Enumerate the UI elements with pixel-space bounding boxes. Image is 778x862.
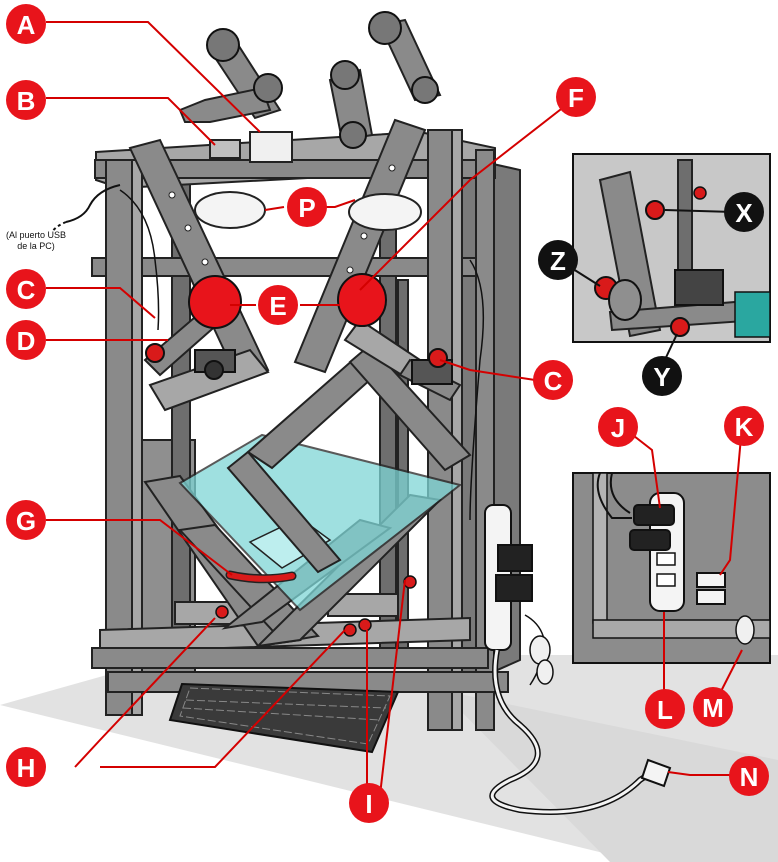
label-badge-m: M xyxy=(693,687,733,727)
label-badge-f: F xyxy=(556,77,596,117)
label-a-text: A xyxy=(17,10,36,40)
label-n-text: N xyxy=(740,762,759,792)
top-gear-arms xyxy=(178,11,442,149)
label-badge-e: E xyxy=(258,285,298,325)
label-z-text: Z xyxy=(550,246,566,276)
usb-cable-dashed xyxy=(51,221,67,233)
red-pivot-discs xyxy=(188,273,387,329)
label-badge-p: P xyxy=(287,187,327,227)
usb-note-line1: (Al puerto USB xyxy=(6,230,66,240)
usb-cable xyxy=(65,184,121,223)
cable-right xyxy=(469,259,485,521)
glass-platen xyxy=(178,343,472,612)
usb-note-line2: de la PC) xyxy=(17,241,55,251)
label-badge-c-right: C xyxy=(533,360,573,400)
cable-left xyxy=(119,189,160,331)
label-badge-y: Y xyxy=(642,356,682,396)
label-badge-g: G xyxy=(6,500,46,540)
label-y-text: Y xyxy=(653,362,670,392)
label-i-text: I xyxy=(365,789,372,819)
label-j-text: J xyxy=(611,413,625,443)
inset-camera-mount xyxy=(572,153,771,343)
label-k-text: K xyxy=(735,412,754,442)
label-c2-text: C xyxy=(544,366,563,396)
power-strip xyxy=(484,504,554,686)
lamps xyxy=(194,191,422,231)
camera-arm-right xyxy=(293,118,462,402)
label-m-text: M xyxy=(702,693,724,723)
label-x-text: X xyxy=(735,198,753,228)
label-e-text: E xyxy=(269,291,286,321)
label-f-text: F xyxy=(568,83,584,113)
label-d-text: D xyxy=(17,326,36,356)
label-badge-n: N xyxy=(729,756,769,796)
label-g-text: G xyxy=(16,506,36,536)
label-badge-j: J xyxy=(598,407,638,447)
controller-box xyxy=(209,131,293,163)
camera-left xyxy=(194,349,236,380)
plug xyxy=(640,758,672,788)
label-badge-x: X xyxy=(724,192,764,232)
label-badge-d: D xyxy=(6,320,46,360)
red-knobs xyxy=(145,343,448,637)
label-badge-l: L xyxy=(645,689,685,729)
label-badge-i: I xyxy=(349,783,389,823)
label-badge-a: A xyxy=(6,4,46,44)
label-c1-text: C xyxy=(17,275,36,305)
keyboard xyxy=(168,682,400,754)
label-badge-c-left: C xyxy=(6,269,46,309)
label-badge-k: K xyxy=(724,406,764,446)
inset-power-strip xyxy=(572,472,771,664)
label-badge-z: Z xyxy=(538,240,578,280)
label-badge-h: H xyxy=(6,747,46,787)
label-p-text: P xyxy=(298,193,315,223)
label-l-text: L xyxy=(657,695,673,725)
label-b-text: B xyxy=(17,86,36,116)
label-h-text: H xyxy=(17,753,36,783)
label-badge-b: B xyxy=(6,80,46,120)
